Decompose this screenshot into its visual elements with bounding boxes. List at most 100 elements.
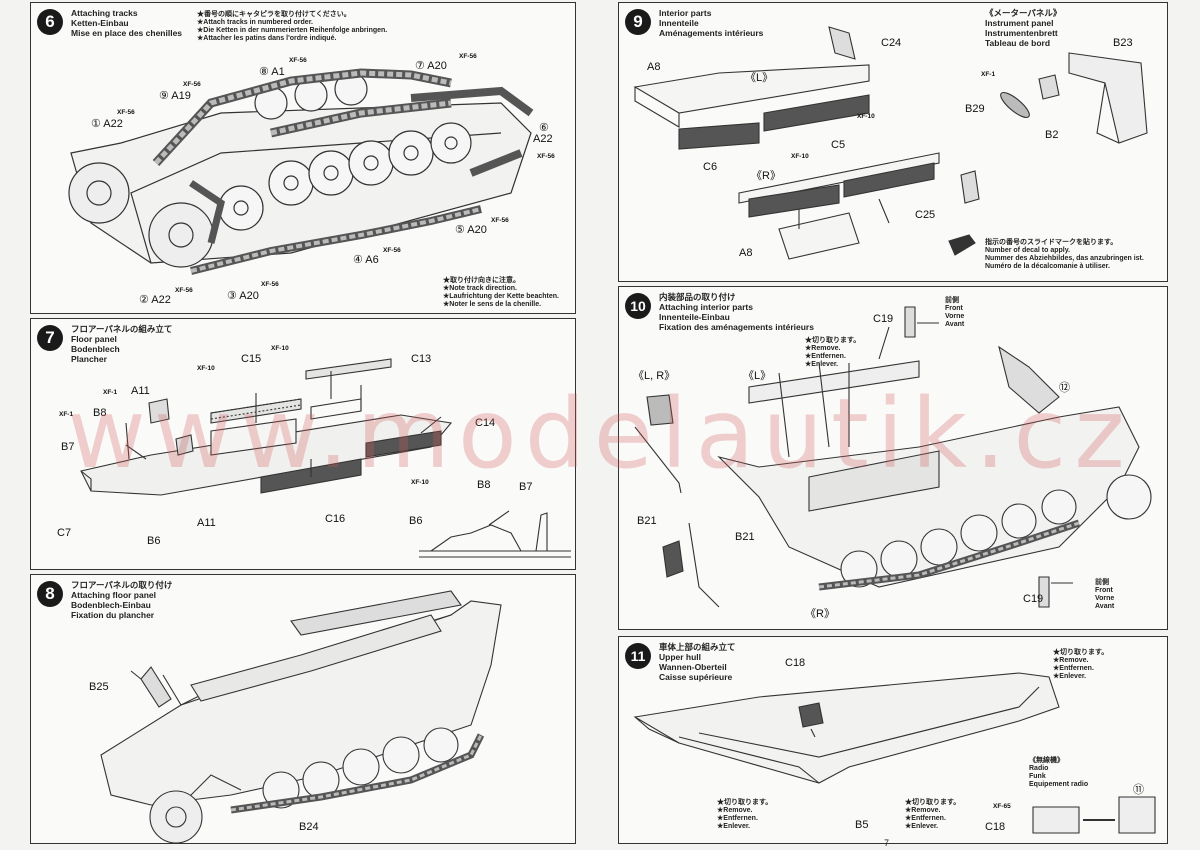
paint-xf56: XF-56: [261, 281, 279, 288]
label-a8: A8: [647, 61, 661, 73]
label-b21: B21: [637, 515, 657, 527]
label-a20: ⑤ A20: [455, 224, 487, 236]
step-number: 9: [625, 9, 651, 35]
label-c19: C19: [873, 313, 894, 325]
label-c7: C7: [57, 527, 72, 539]
step-number: 7: [37, 325, 63, 351]
paint-xf10: XF-10: [411, 479, 429, 486]
floor-install-drawing: [100, 590, 502, 843]
step-number: 6: [37, 9, 63, 35]
label-a6: ④ A6: [353, 254, 379, 266]
label-b21: B21: [735, 531, 755, 543]
remove-note: ★切り取ります。★Remove.★Entfernen.★Enlever.: [805, 337, 861, 368]
paint-xf56: XF-56: [383, 247, 401, 254]
label-c6: C6: [703, 161, 718, 173]
label-b29: B29: [965, 103, 985, 115]
paint-xf56: XF-56: [183, 81, 201, 88]
label-a22: A22: [533, 133, 553, 145]
label-l: 《L》: [745, 72, 774, 84]
label-b6: B6: [147, 535, 161, 547]
step-number: 8: [37, 581, 63, 607]
paint-xf56: XF-56: [117, 109, 135, 116]
label-a20: ⑦ A20: [415, 60, 447, 72]
track-direction-note: ★取り付け向きに注意。★Note track direction.★Laufri…: [443, 277, 559, 308]
label-a11: A11: [131, 385, 150, 397]
label-b24: B24: [299, 821, 319, 833]
label-l: 《L》: [743, 370, 772, 382]
label-b23: B23: [1113, 37, 1133, 49]
paint-xf56: XF-56: [289, 57, 307, 64]
label-decal-12: ⑫: [1059, 382, 1070, 394]
label-b8: B8: [477, 479, 491, 491]
label-a20: ③ A20: [227, 290, 259, 302]
page-number: 7: [884, 838, 890, 848]
label-c13: C13: [411, 353, 432, 365]
track-assembly-drawing: [68, 68, 534, 275]
label-c18: C18: [785, 657, 806, 669]
label-c18: C18: [985, 821, 1006, 833]
label-decal-11: ⑪: [1133, 784, 1144, 796]
paint-xf10: XF-10: [857, 113, 875, 120]
label-a22: ② A22: [139, 294, 171, 306]
label-lr: 《L, R》: [633, 370, 676, 382]
label-c15: C15: [241, 353, 262, 365]
paint-xf56: XF-56: [459, 53, 477, 60]
decal-note: 指示の番号のスライドマークを貼ります。Number of decal to ap…: [985, 239, 1144, 270]
paint-xf1: XF-1: [59, 411, 74, 418]
paint-xf56: XF-56: [491, 217, 509, 224]
remove-note: ★切り取ります。★Remove.★Entfernen.★Enlever.: [905, 799, 961, 830]
label-b25: B25: [89, 681, 109, 693]
remove-note: ★切り取ります。★Remove.★Entfernen.★Enlever.: [717, 799, 773, 830]
label-b6: B6: [409, 515, 423, 527]
label-r: 《R》: [805, 608, 835, 620]
floor-panel-drawing: [80, 358, 571, 558]
attach-order-note: ★番号の順にキャタピラを取り付けてください。★Attach tracks in …: [197, 11, 388, 42]
label-a11: A11: [197, 517, 216, 529]
paint-xf65: XF-65: [993, 803, 1011, 810]
interior-parts-drawing: [633, 26, 1148, 260]
label-c14: C14: [475, 417, 496, 429]
paint-xf56: XF-56: [537, 153, 555, 160]
label-c5: C5: [831, 139, 846, 151]
label-r: 《R》: [751, 170, 781, 182]
paint-xf10: XF-10: [791, 153, 809, 160]
label-c16: C16: [325, 513, 346, 525]
label-b2: B2: [1045, 129, 1059, 141]
paint-xf10: XF-10: [197, 365, 215, 372]
step-number: 10: [625, 293, 651, 319]
interior-install-drawing: [634, 306, 1152, 608]
label-a8: A8: [739, 247, 753, 259]
remove-note: ★切り取ります。★Remove.★Entfernen.★Enlever.: [1053, 649, 1109, 680]
label-b7: B7: [61, 441, 75, 453]
label-c25: C25: [915, 209, 936, 221]
paint-xf1: XF-1: [981, 71, 996, 78]
paint-xf1: XF-1: [103, 389, 118, 396]
label-a22: ① A22: [91, 118, 123, 130]
label-c19: C19: [1023, 593, 1044, 605]
label-b8: B8: [93, 407, 107, 419]
label-a22: ⑥: [539, 122, 549, 134]
label-b7: B7: [519, 481, 533, 493]
paint-xf10: XF-10: [271, 345, 289, 352]
upper-hull-drawing: [633, 672, 1156, 834]
label-b5: B5: [855, 819, 869, 831]
step-number: 11: [625, 643, 651, 669]
paint-xf56: XF-56: [175, 287, 193, 294]
label-c24: C24: [881, 37, 902, 49]
label-a1: ⑧ A1: [259, 66, 285, 78]
